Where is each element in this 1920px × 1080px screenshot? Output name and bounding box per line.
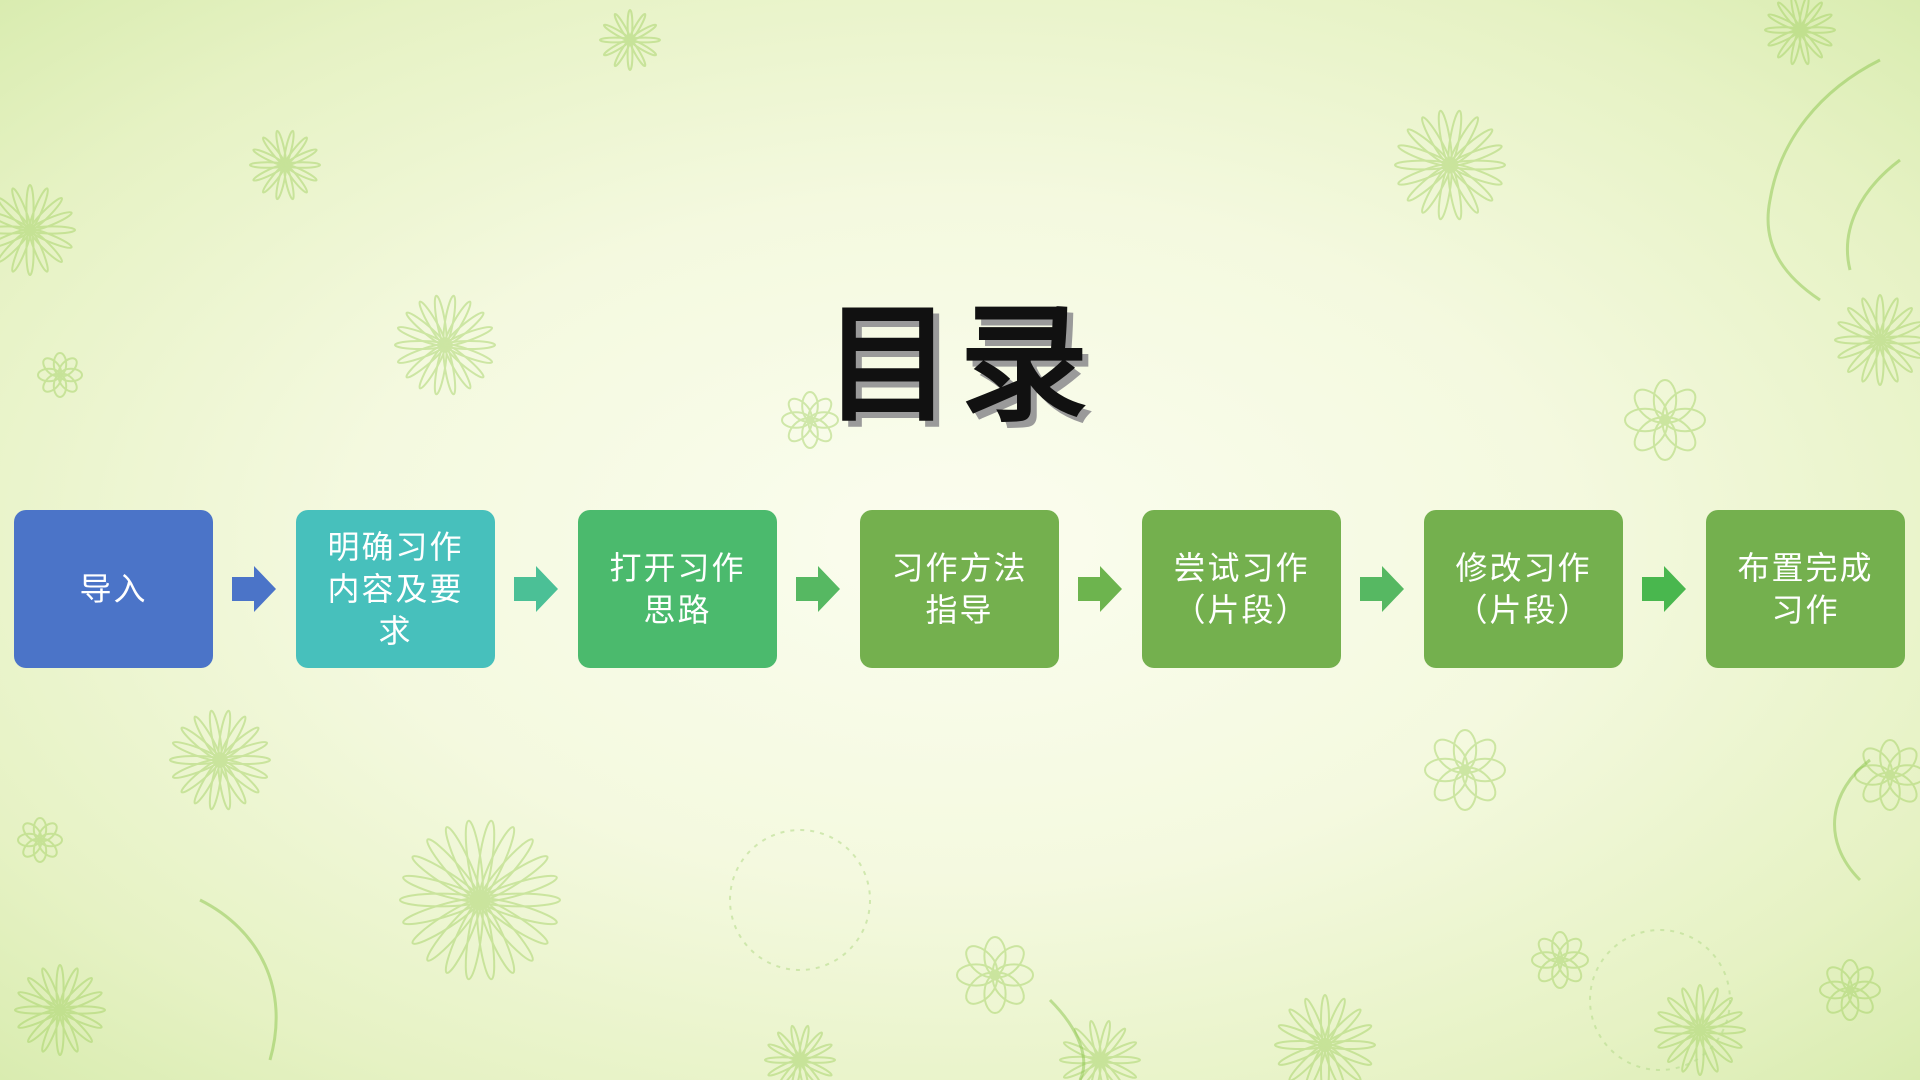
- flower-ornament: [1819, 959, 1881, 1021]
- flower-ornament: [1764, 0, 1836, 66]
- flower-ornament: [764, 1024, 836, 1080]
- flower-ornament: [0, 184, 76, 276]
- arrow-shape: [1078, 566, 1122, 612]
- arrow-shape: [232, 566, 276, 612]
- flower-ornament: [14, 964, 106, 1056]
- arrow-shape: [796, 566, 840, 612]
- flower-ornament: [1624, 379, 1706, 461]
- step-label: 修改习作（片段）: [1455, 549, 1592, 629]
- step-method-guidance[interactable]: 习作方法指导: [860, 510, 1059, 668]
- right-arrow-icon: [796, 566, 840, 612]
- right-arrow-icon: [232, 566, 276, 612]
- step-intro[interactable]: 导入: [14, 510, 213, 668]
- right-arrow-icon: [1078, 566, 1122, 612]
- step-clarify-requirements[interactable]: 明确习作内容及要求: [296, 510, 495, 668]
- flower-ornament: [1854, 739, 1920, 811]
- flower-ornament: [1274, 994, 1376, 1080]
- right-arrow-icon: [514, 566, 558, 612]
- flower-ornament: [37, 352, 83, 398]
- right-arrow-icon: [1642, 566, 1686, 612]
- flower-ornament: [1424, 729, 1506, 811]
- flower-ornament: [1531, 931, 1589, 989]
- arrow-shape: [1642, 566, 1686, 612]
- step-label: 习作方法指导: [891, 549, 1028, 629]
- arrow-shape: [514, 566, 558, 612]
- slide-title: 目录: [823, 290, 1096, 440]
- step-label: 打开习作思路: [609, 549, 746, 629]
- step-label: 布置完成习作: [1737, 549, 1874, 629]
- flower-ornament: [169, 709, 271, 811]
- flower-ornament: [1394, 109, 1506, 221]
- step-revise-writing[interactable]: 修改习作（片段）: [1424, 510, 1623, 668]
- flower-ornament: [1654, 984, 1746, 1076]
- step-try-writing[interactable]: 尝试习作（片段）: [1142, 510, 1341, 668]
- flower-ornament: [399, 819, 561, 981]
- flower-ornament: [394, 294, 496, 396]
- step-assign-writing[interactable]: 布置完成习作: [1706, 510, 1905, 668]
- step-open-ideas[interactable]: 打开习作思路: [578, 510, 777, 668]
- flower-ornament: [17, 817, 63, 863]
- flower-ornament: [956, 936, 1034, 1014]
- right-arrow-icon: [1360, 566, 1404, 612]
- arrow-shape: [1360, 566, 1404, 612]
- flower-ornament: [249, 129, 321, 201]
- step-label: 尝试习作（片段）: [1173, 549, 1310, 629]
- process-flow: 导入 明确习作内容及要求 打开习作思路 习作方法指导 尝试习作（片段） 修改习作…: [0, 510, 1920, 668]
- flower-ornament: [781, 391, 839, 449]
- flower-ornament: [1059, 1019, 1141, 1080]
- step-label: 导入: [79, 570, 148, 608]
- flower-ornament: [599, 9, 661, 71]
- flower-ornament: [1834, 294, 1920, 386]
- step-label: 明确习作内容及要求: [327, 528, 464, 650]
